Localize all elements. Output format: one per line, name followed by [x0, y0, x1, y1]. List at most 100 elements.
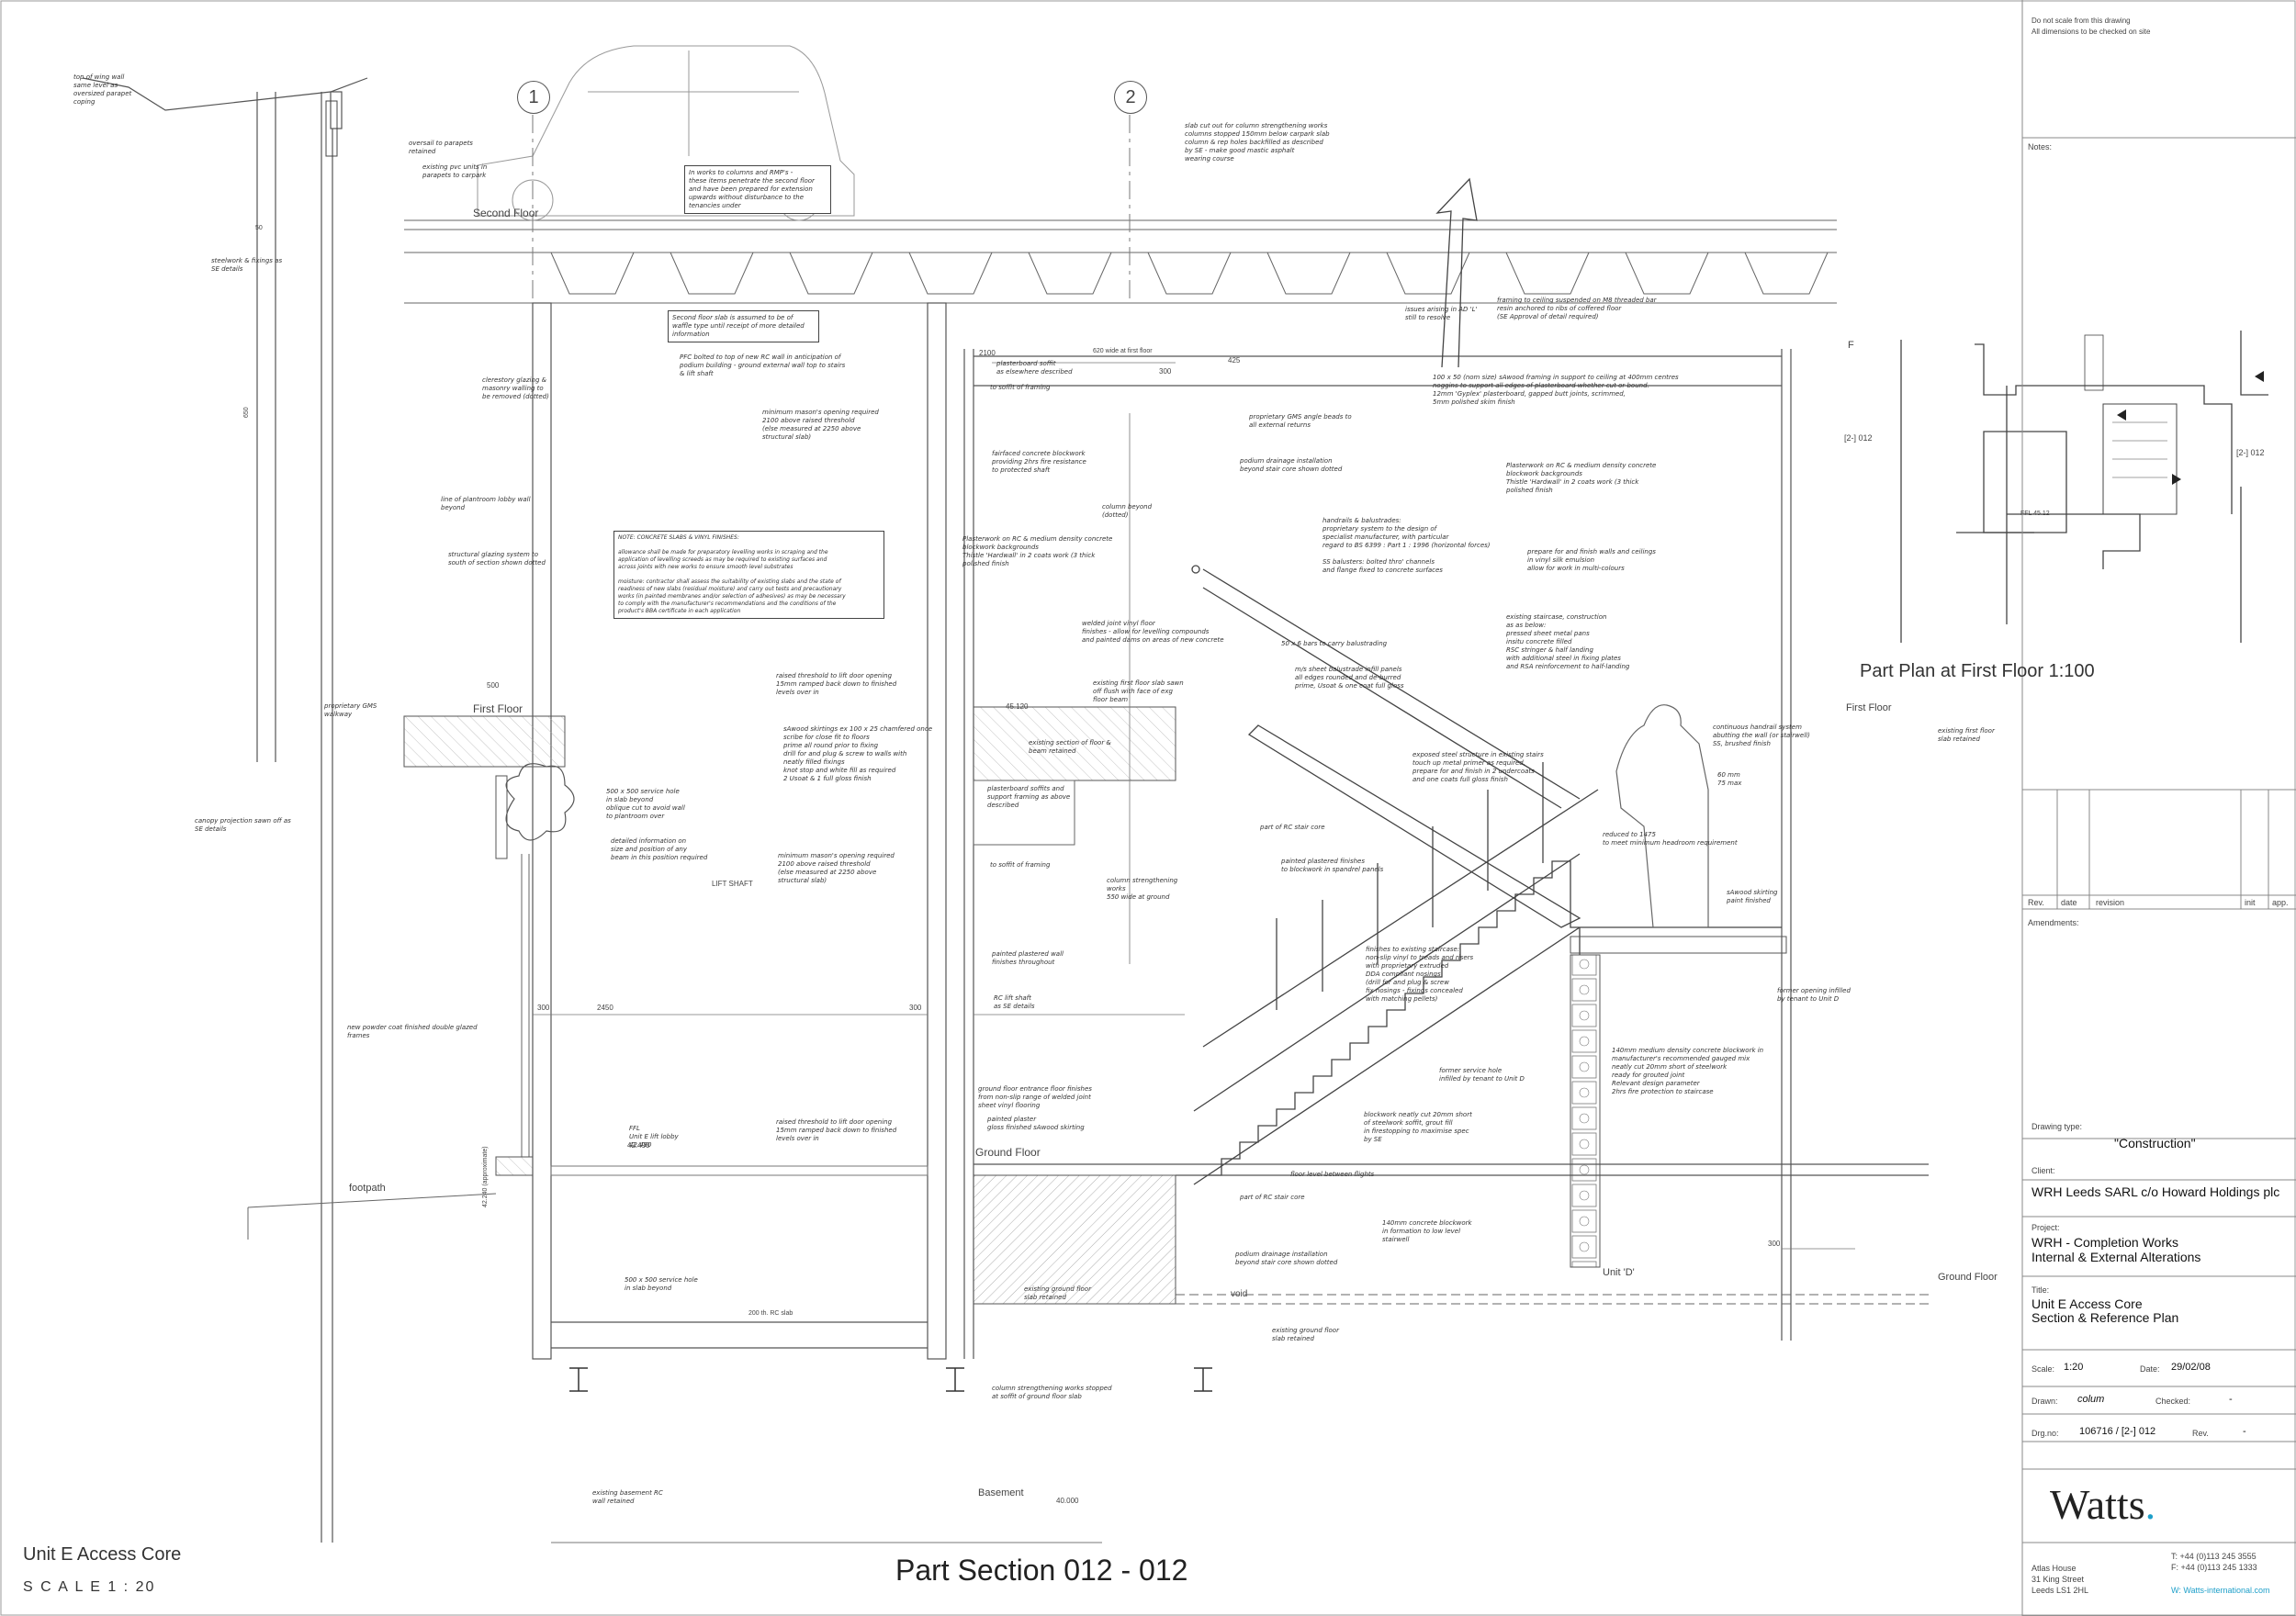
note-60mm: 60 mm 75 max	[1717, 771, 1742, 787]
note-canopy: canopy projection sawn off as SE details	[195, 817, 291, 833]
footpath-line	[247, 1193, 497, 1240]
glazing-frame	[521, 854, 530, 1157]
dim-620: 620 wide at first floor	[1093, 348, 1153, 354]
note-gms-walkway: proprietary GMS walkway	[324, 702, 377, 718]
tb-title-line1: Unit E Access Core	[2032, 1296, 2143, 1311]
inset-ref-right: [2-] 012	[2236, 448, 2265, 457]
tb-rev-header-init: init	[2245, 898, 2256, 907]
level-second-floor: Second Floor	[473, 207, 539, 219]
note-existing-ground-slab-1: existing ground floor slab retained	[1024, 1285, 1091, 1301]
tb-checked: -	[2229, 1394, 2233, 1405]
tb-rev-header-date: date	[2061, 898, 2077, 907]
inset-ffl: FFL 45.12	[2020, 511, 2050, 517]
first-floor-slab-left	[403, 715, 566, 768]
note-fairfaced-blockwork: fairfaced concrete blockwork providing 2…	[992, 450, 1086, 474]
parapet-block	[325, 100, 338, 157]
logo-dot: .	[2144, 1481, 2156, 1528]
dim-2450: 2450	[597, 1004, 613, 1012]
tb-address3: Leeds LS1 2HL	[2032, 1586, 2089, 1595]
dim-42490: 42.490	[627, 1141, 650, 1150]
note-pvc-units: existing pvc units in parapets to carpar…	[422, 163, 488, 179]
note-rmp: In works to columns and RMP's - these it…	[684, 165, 831, 214]
note-medium-density-blockwork: 140mm medium density concrete blockwork …	[1612, 1047, 1764, 1095]
label-lift-shaft: LIFT SHAFT	[712, 880, 753, 888]
tb-rev-header-rev: Rev.	[2028, 898, 2044, 907]
tb-checked-label: Checked:	[2155, 1397, 2191, 1406]
note-podium-drainage-2: podium drainage installation beyond stai…	[1235, 1251, 1338, 1266]
tb-tel: T: +44 (0)113 245 3555	[2171, 1552, 2257, 1561]
note-plasterboard-soffit: plasterboard soffit as elsewhere describ…	[996, 360, 1073, 376]
note-sheet-balustrade: m/s sheet balustrade infill panels all e…	[1295, 666, 1404, 690]
note-section-floor-beam: existing section of floor & beam retaine…	[1029, 739, 1111, 755]
tb-rev-header-revision: revision	[2096, 898, 2125, 907]
dim-50: 50	[255, 225, 263, 231]
note-oversail: oversail to parapets retained	[409, 140, 473, 155]
note-detailed-info: detailed information on size and positio…	[611, 837, 708, 861]
dim-40000: 40.000	[1056, 1497, 1079, 1505]
note-steelwork: steelwork & fixings as SE details	[211, 257, 283, 273]
basement-slab	[1176, 1294, 1929, 1305]
note-pfc: PFC bolted to top of new RC wall in anti…	[680, 354, 846, 377]
note-gms-angle-beads: proprietary GMS angle beads to all exter…	[1249, 413, 1352, 429]
main-section-title: Part Section 012 - 012	[895, 1554, 1188, 1587]
blockwork-infill	[1570, 954, 1601, 1268]
note-second-slab: Second floor slab is assumed to be of wa…	[668, 310, 819, 342]
watts-logo: Watts.	[2050, 1481, 2156, 1528]
steel-sections	[569, 1367, 1212, 1392]
tb-web: W: Watts-international.com	[2171, 1586, 2270, 1595]
direction-arrow	[1435, 177, 1478, 368]
title-block-frame	[2021, 0, 2296, 1616]
note-service-hole-2: 500 x 500 service hole in slab beyond	[625, 1276, 698, 1292]
note-ground-entrance: ground floor entrance floor finishes fro…	[978, 1085, 1092, 1109]
label-void: void	[1231, 1289, 1248, 1299]
tb-notes-label: Notes:	[2028, 142, 2053, 152]
note-basement-rc: existing basement RC wall retained	[592, 1489, 663, 1505]
note-floor-level-flights: floor level between flights	[1290, 1171, 1375, 1178]
dim-300-a: 300	[537, 1004, 550, 1012]
note-painted-spandrel: painted plastered finishes to blockwork …	[1281, 858, 1384, 873]
note-plasterwork-rc: Plasterwork on RC & medium density concr…	[962, 535, 1113, 567]
note-structural-glazing: structural glazing system to south of se…	[448, 551, 546, 567]
note-existing-staircase: existing staircase, construction as as b…	[1506, 613, 1630, 670]
note-column-beyond: column beyond (dotted)	[1102, 503, 1153, 519]
tb-dimensions-note: All dimensions to be checked on site	[2032, 28, 2151, 36]
tb-drg-no: 106716 / [2-] 012	[2079, 1426, 2156, 1437]
note-handrails: handrails & balustrades: proprietary sys…	[1322, 517, 1491, 574]
note-soffit-framing-2: to soffit of framing	[990, 861, 1051, 869]
inset-plan	[1900, 331, 2268, 643]
note-timber-framing: 100 x 50 (nom size) sAwood framing in su…	[1433, 374, 1679, 406]
note-skirting-paint: sAwood skirting paint finished	[1727, 889, 1778, 904]
label-unit-d: Unit 'D'	[1603, 1267, 1635, 1278]
tb-address2: 31 King Street	[2032, 1575, 2085, 1584]
tb-scale-note: Do not scale from this drawing	[2032, 17, 2131, 25]
ground-floor-slab	[974, 1163, 1929, 1176]
note-issues-ad-l: issues arising in AD 'L' still to resolv…	[1405, 306, 1478, 321]
inset-title: Part Plan at First Floor 1:100	[1860, 661, 2095, 681]
floor-beam-section	[973, 706, 1176, 781]
inset-arrows	[2117, 371, 2264, 485]
note-framing-ceiling: framing to ceiling suspended on M8 threa…	[1497, 297, 1657, 320]
dim-45120: 45.120	[1006, 702, 1029, 711]
tb-date: 29/02/08	[2171, 1362, 2211, 1373]
note-painted-wall: painted plastered wall finishes througho…	[992, 950, 1064, 966]
note-reduced-headroom: reduced to 1475 to meet minimum headroom…	[1603, 831, 1738, 847]
note-existing-ground-slab-2: existing ground floor slab retained	[1272, 1327, 1339, 1342]
note-podium-drainage-1: podium drainage installation beyond stai…	[1240, 457, 1343, 473]
dim-300-b: 300	[909, 1004, 922, 1012]
note-clerestory: clerestory glazing & masonry walling to …	[482, 376, 549, 400]
note-blockwork-neat: blockwork neatly cut 20mm short of steel…	[1364, 1111, 1472, 1143]
note-bars: 50 x 6 bars to carry balustrading	[1281, 640, 1388, 647]
inset-ref-left: [2-] 012	[1844, 433, 1873, 443]
tb-rev: -	[2243, 1426, 2246, 1437]
person-figure	[1615, 704, 1709, 928]
level-ground-floor-right: Ground Floor	[1938, 1272, 1998, 1283]
note-wing-wall: top of wing wall same level as oversized…	[73, 73, 132, 106]
level-first-floor-left: First Floor	[473, 702, 523, 715]
level-first-floor-right: First Floor	[1846, 702, 1892, 713]
tb-drawing-type-label: Drawing type:	[2032, 1122, 2083, 1131]
tb-drg-label: Drg.no:	[2032, 1429, 2059, 1438]
lift-shaft	[532, 302, 947, 1360]
dim-2100: 2100	[979, 349, 996, 357]
note-column-works-ground: column strengthening works 550 wide at g…	[1107, 877, 1178, 901]
